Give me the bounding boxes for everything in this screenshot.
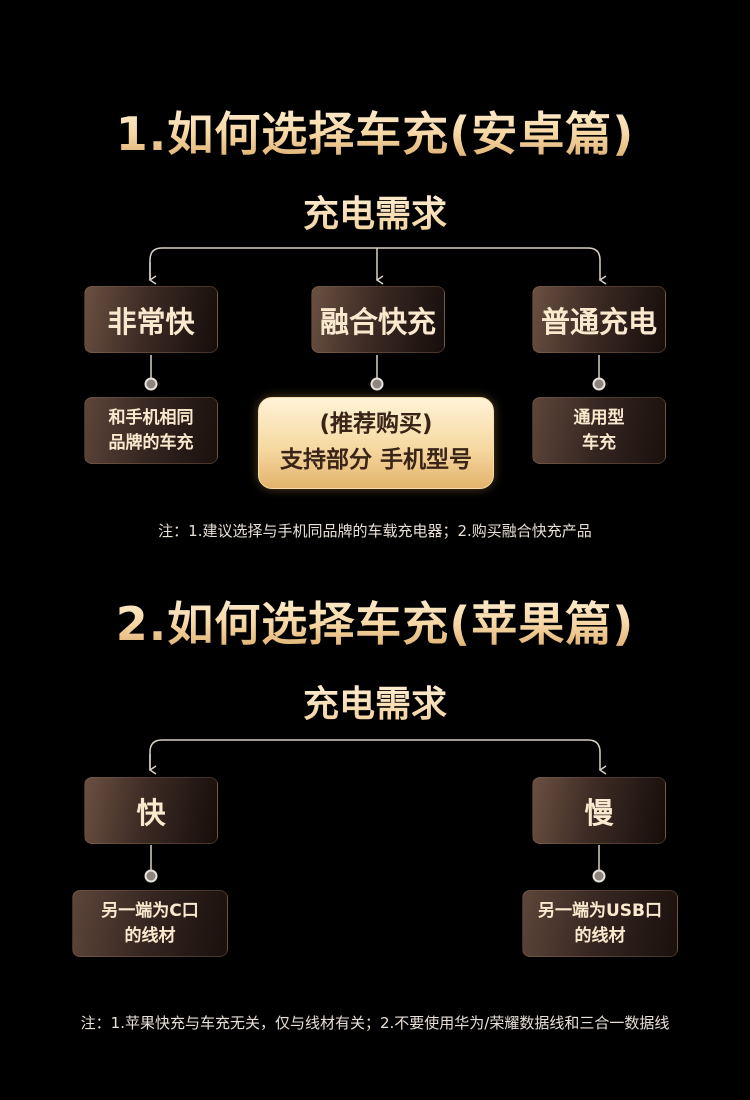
detail-very-fast-line-1: 和手机相同	[108, 407, 194, 428]
branch2-line	[149, 739, 607, 775]
section1-note: 注：1.建议选择与手机同品牌的车载充电器；2.购买融合快充产品	[158, 522, 592, 540]
branch-line-left	[149, 247, 607, 285]
stem-dot-1	[144, 377, 158, 391]
detail-normal: 通用型 车充	[532, 397, 666, 464]
detail-very-fast-line-2: 品牌的车充	[108, 432, 194, 453]
section2-note: 注：1.苹果快充与车充无关，仅与线材有关；2.不要使用华为/荣耀数据线和三合一数…	[80, 1014, 670, 1032]
detail-slow: 另一端为USB口 的线材	[522, 890, 678, 957]
detail-normal-line-1: 通用型	[573, 407, 625, 428]
detail-slow-line-1: 另一端为USB口	[537, 900, 662, 921]
section2-subtitle: 充电需求	[0, 675, 750, 727]
detail-slow-line-2: 的线材	[574, 925, 626, 946]
option-normal: 普通充电	[532, 286, 666, 353]
detail-fusion-fast-line-1: (推荐购买)	[319, 411, 433, 438]
detail-fast-line-2: 的线材	[124, 925, 176, 946]
detail-normal-line-2: 车充	[582, 432, 616, 453]
option-fast: 快	[84, 777, 218, 844]
detail-fast-line-1: 另一端为C口	[101, 900, 199, 921]
section1-title: 1.如何选择车充(安卓篇)	[0, 98, 750, 164]
detail-very-fast: 和手机相同 品牌的车充	[84, 397, 218, 464]
option-fusion-fast: 融合快充	[311, 286, 445, 353]
stem-dot-2	[370, 377, 384, 391]
option-slow: 慢	[532, 777, 666, 844]
stem2-dot-1	[144, 869, 158, 883]
detail-fusion-fast-line-2: 支持部分 手机型号	[279, 447, 472, 473]
section1-subtitle: 充电需求	[0, 185, 750, 237]
detail-fusion-fast-recommended: (推荐购买) 支持部分 手机型号	[258, 397, 494, 489]
section2-title: 2.如何选择车充(苹果篇)	[0, 588, 750, 654]
stem-dot-3	[592, 377, 606, 391]
detail-fast: 另一端为C口 的线材	[72, 890, 228, 957]
option-very-fast: 非常快	[84, 286, 218, 353]
stem2-dot-2	[592, 869, 606, 883]
